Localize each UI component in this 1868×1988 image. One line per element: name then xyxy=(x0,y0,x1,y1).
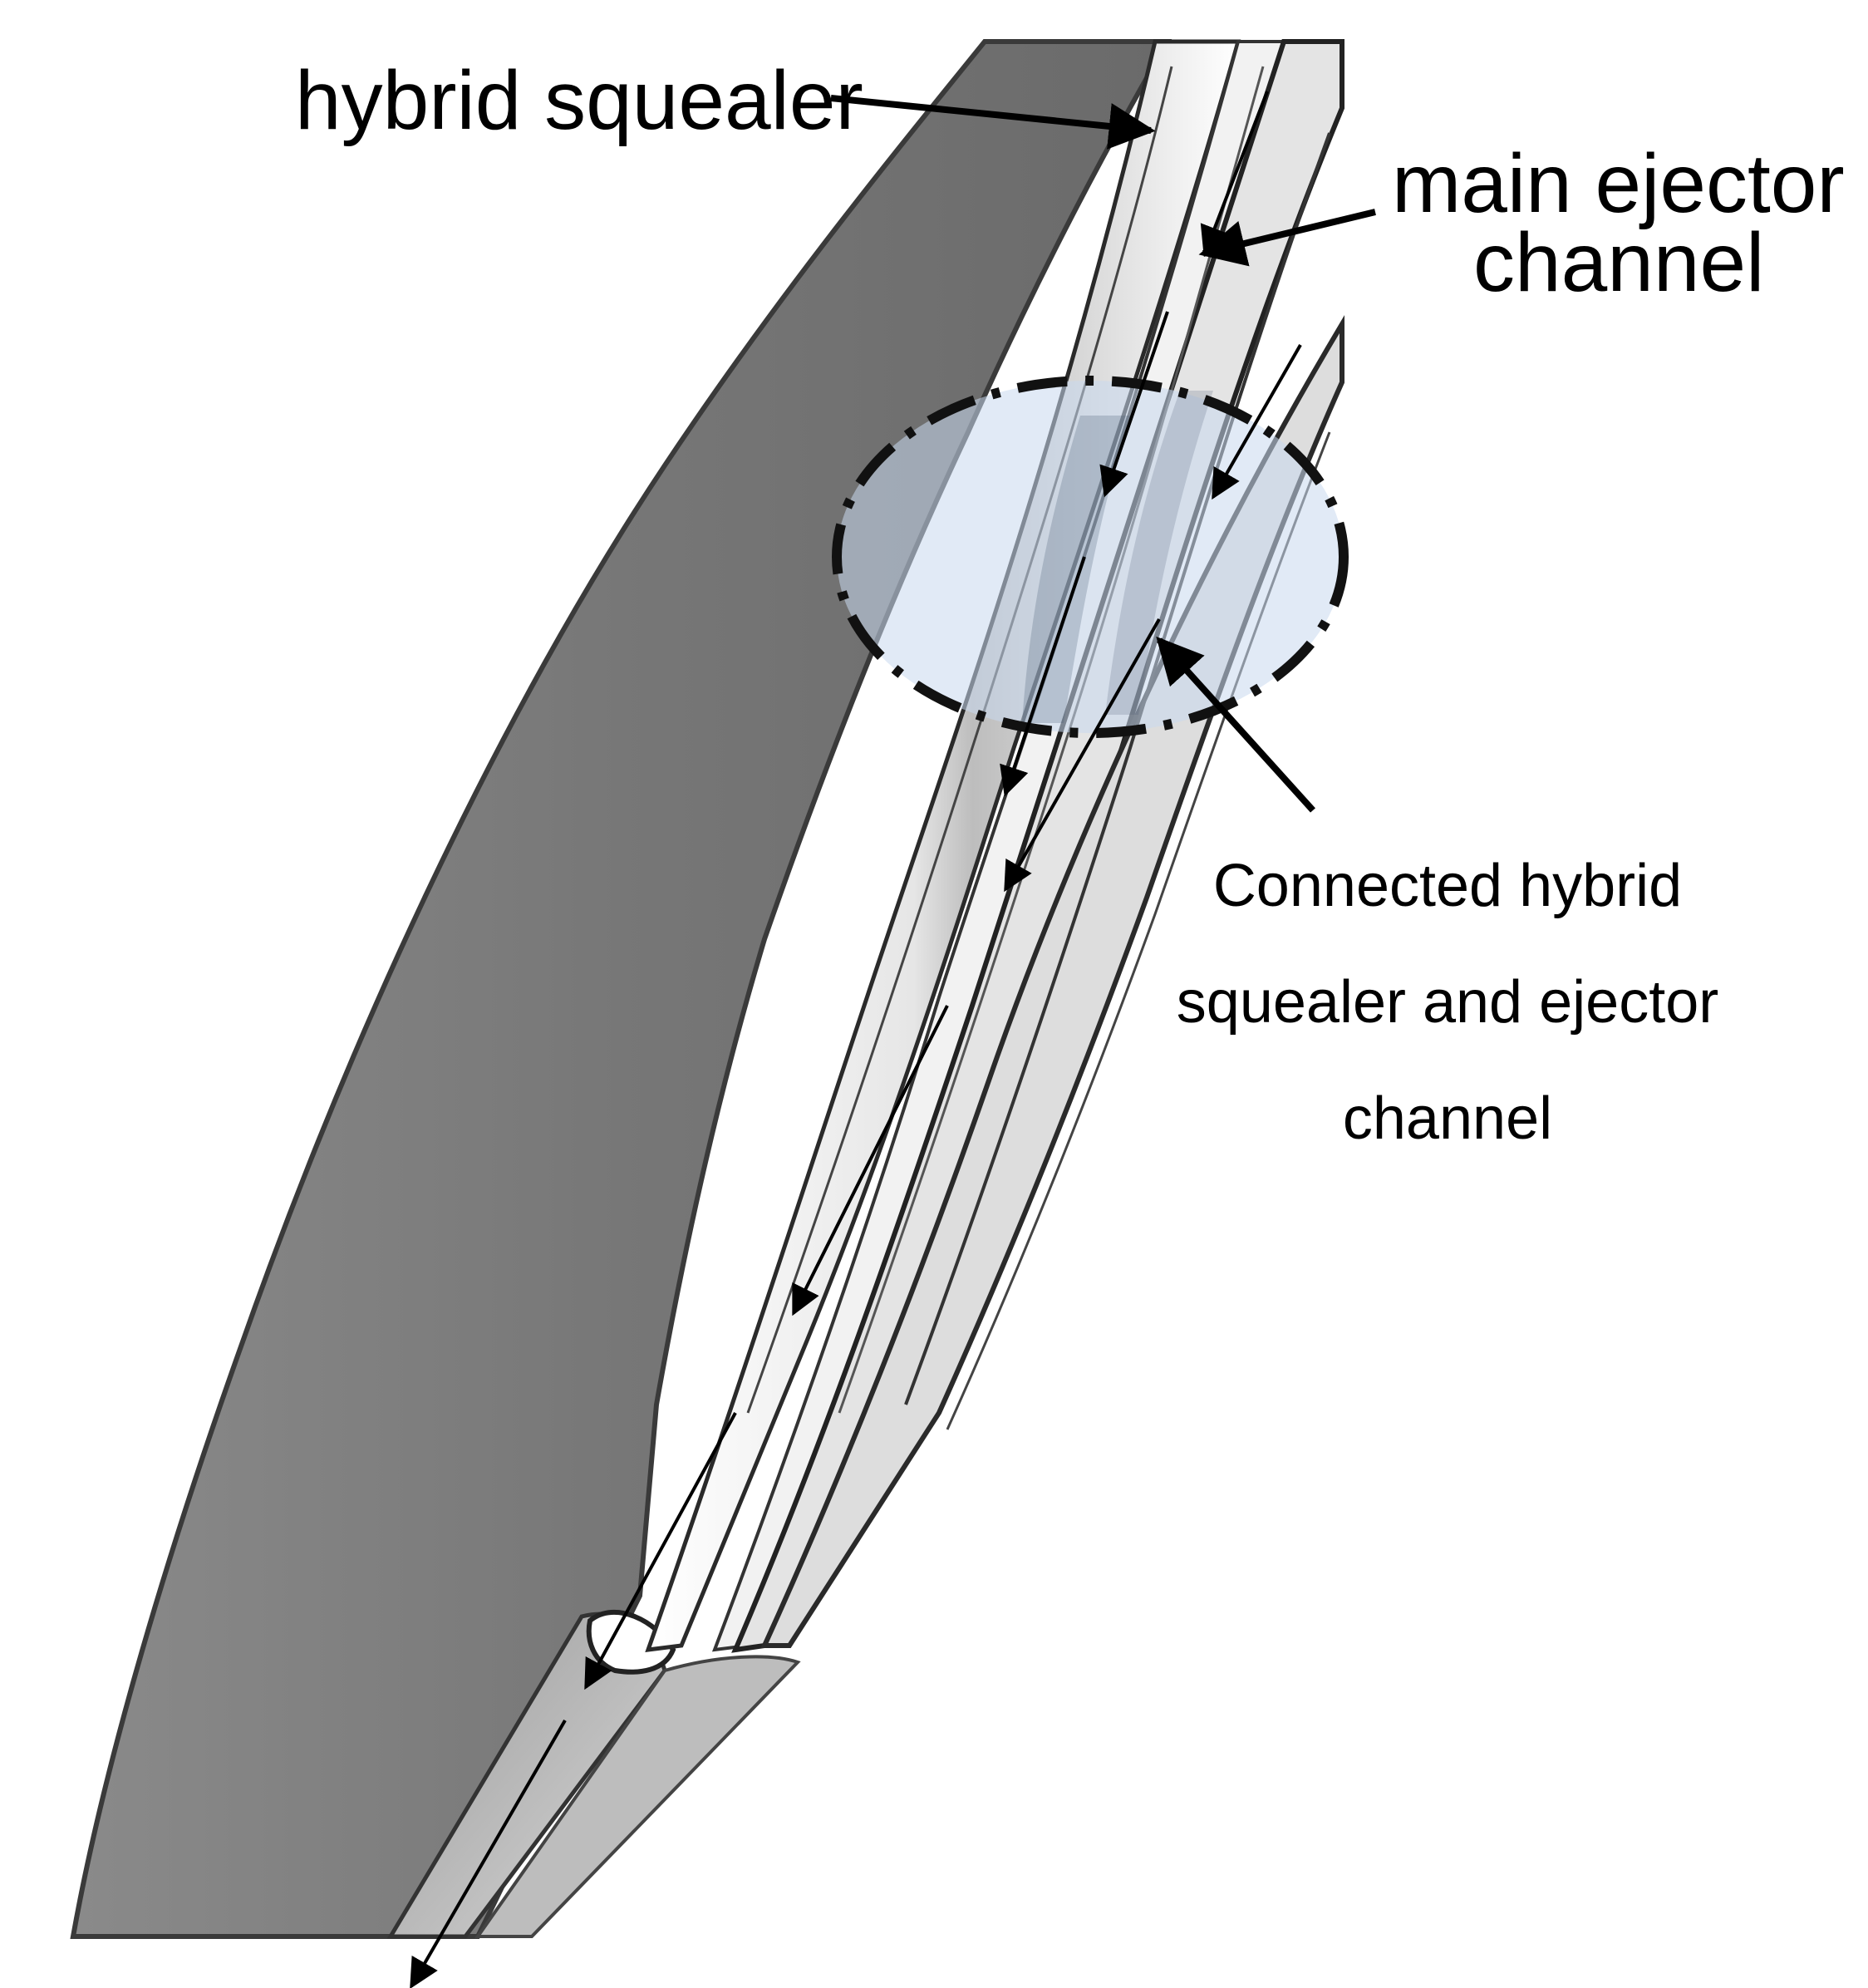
flow-arrows xyxy=(410,91,1302,1988)
hybrid-squealer-pointer xyxy=(830,95,1156,150)
flow-arrow xyxy=(1212,344,1302,500)
callout-arrows xyxy=(830,95,1376,813)
label-main-ejector-line2: channel xyxy=(1473,216,1764,309)
connected-region-pointer xyxy=(1156,636,1315,813)
label-main-ejector-line1: main ejector xyxy=(1392,137,1845,230)
flow-arrow xyxy=(1000,556,1086,797)
label-hybrid-squealer: hybrid squealer xyxy=(295,54,863,147)
main-ejector-pointer xyxy=(1198,209,1376,267)
connected-region-highlight xyxy=(832,376,1349,738)
flow-arrow xyxy=(792,1005,949,1316)
label-connected-line1: Connected hybrid xyxy=(1213,853,1682,919)
label-connected-line3: channel xyxy=(1343,1085,1552,1152)
flow-arrow xyxy=(1004,618,1161,893)
label-connected-line2: squealer and ejector xyxy=(1177,969,1718,1036)
flow-arrow xyxy=(410,1719,567,1988)
flow-arrow xyxy=(584,1412,737,1690)
flow-arrow xyxy=(1099,311,1169,498)
